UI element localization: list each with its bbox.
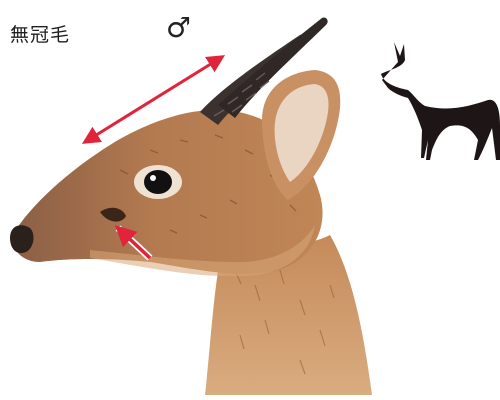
eye [134,165,182,199]
antelope-silhouette-icon [381,42,500,160]
